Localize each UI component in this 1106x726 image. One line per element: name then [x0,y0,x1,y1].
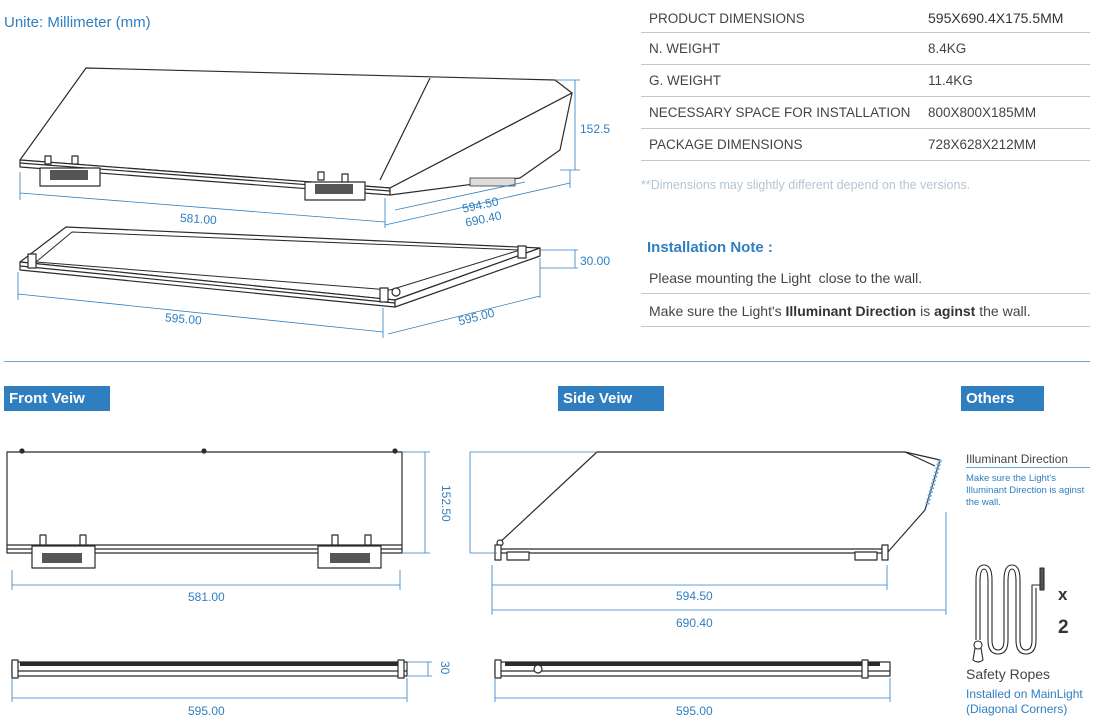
units-label: Unite: Millimeter (mm) [4,14,151,31]
dim-front-frame-height: 30 [438,661,452,675]
side-view-tag: Side Veiw [558,386,664,411]
iso-frame [19,226,541,308]
installation-note-title: Installation Note : [647,239,773,256]
dim-lines-iso [17,79,580,338]
installation-note-emphasis: Illuminant Direction [785,303,917,319]
installation-note-emphasis: aginst [934,303,976,319]
illuminant-direction-note: Make sure the Light's Illuminant Directi… [966,473,1085,508]
spec-row: N. WEIGHT 8.4KG [641,32,1090,65]
illuminant-direction-title: Illuminant Direction [966,452,1090,468]
dim-front-height: 152.50 [439,485,453,522]
dim-front-frame-width: 595.00 [188,704,225,718]
spec-value: 8.4KG [920,32,1090,65]
rope-quantity-x: x [1058,585,1068,604]
dim-side-frame-width: 595.00 [676,704,713,718]
spec-value: 595X690.4X175.5MM [920,4,1090,33]
spec-value: 800X800X185MM [920,96,1090,129]
spec-row: G. WEIGHT 11.4KG [641,64,1090,97]
front-view-light [6,448,403,569]
spec-row: NECESSARY SPACE FOR INSTALLATION 800X800… [641,96,1090,129]
front-view-frame [11,659,408,679]
dim-side-depth-b: 690.40 [676,616,713,630]
iso-light-body [19,67,573,201]
spec-table: PRODUCT DIMENSIONS 595X690.4X175.5MM N. … [641,4,1090,161]
installation-note-text: Please mounting the Light close to the w… [649,270,923,286]
spec-label: PACKAGE DIMENSIONS [641,128,920,161]
spec-label: N. WEIGHT [641,32,920,65]
dim-front-width: 581.00 [188,590,225,604]
safety-ropes-note: Installed on MainLight (Diagonal Corners… [966,687,1083,716]
dim-iso-height: 152.5 [580,122,611,136]
installation-note-text: Make sure the Light's [649,303,786,319]
spec-value: 728X628X212MM [920,128,1090,161]
installation-note-line: Please mounting the Light close to the w… [641,270,1090,294]
safety-ropes-title: Safety Ropes [966,666,1051,682]
front-view-tag: Front Veiw [4,386,110,411]
spec-value: 11.4KG [920,64,1090,97]
spec-row: PRODUCT DIMENSIONS 595X690.4X175.5MM [641,4,1090,33]
spec-label: G. WEIGHT [641,64,920,97]
dim-lines-front [11,451,432,702]
dim-lines-side [469,451,947,702]
spec-label: PRODUCT DIMENSIONS [641,4,920,33]
spec-label: NECESSARY SPACE FOR INSTALLATION [641,96,920,129]
installation-note-line: Make sure the Light's Illuminant Directi… [641,303,1090,327]
safety-rope-drawing [972,564,1045,663]
dim-side-depth-a: 594.50 [676,589,713,603]
section-divider [4,361,1090,362]
installation-note-text: the wall. [975,303,1031,319]
dim-iso-frame-height: 30.00 [580,254,611,268]
dim-iso-width: 581.00 [179,210,218,228]
others-tag: Others [961,386,1044,411]
installation-note-text: is [916,303,935,319]
side-view-frame [494,659,891,679]
side-view-light [494,451,941,561]
dimensions-footnote: **Dimensions may slightly different depe… [641,178,971,192]
rope-quantity-count: 2 [1058,617,1069,638]
spec-row: PACKAGE DIMENSIONS 728X628X212MM [641,128,1090,161]
